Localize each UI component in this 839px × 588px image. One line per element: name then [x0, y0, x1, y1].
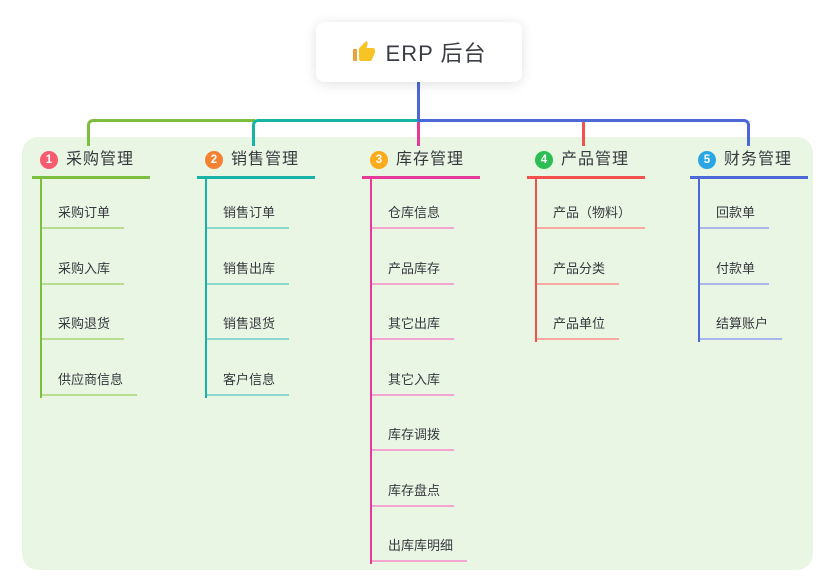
connector-root-vertical	[417, 82, 420, 121]
child-topic-row: 产品库存	[370, 229, 480, 285]
child-topic[interactable]: 供应商信息	[40, 371, 138, 396]
connector-branch-2	[252, 119, 419, 146]
child-topic-row: 销售出库	[205, 229, 315, 285]
branch-1: 1 采购管理采购订单采购入库采购退货供应商信息	[32, 148, 151, 398]
branch-vertical-line	[535, 179, 537, 342]
child-topic[interactable]: 客户信息	[205, 371, 290, 396]
child-topic-row: 结算账户	[698, 285, 808, 340]
child-topic-row: 其它入库	[370, 340, 480, 396]
priority-badge: 3	[370, 150, 388, 169]
branches-panel	[22, 137, 813, 570]
child-topic-row: 出库库明细	[370, 507, 480, 562]
priority-badge: 5	[698, 150, 716, 169]
child-topic[interactable]: 销售订单	[205, 204, 290, 229]
branch-5: 5 财务管理回款单付款单结算账户	[690, 148, 809, 342]
child-topic[interactable]: 其它入库	[370, 371, 455, 396]
connector-branch-4	[582, 119, 585, 146]
connector-branch-5	[419, 119, 750, 146]
branch-topic[interactable]: 2 销售管理	[197, 148, 316, 179]
child-topic-row: 仓库信息	[370, 179, 480, 229]
child-topic-row: 其它出库	[370, 285, 480, 340]
branch-vertical-line	[40, 179, 42, 398]
child-topic[interactable]: 产品（物料）	[535, 204, 646, 229]
branch-topic[interactable]: 4 产品管理	[527, 148, 646, 179]
child-topic[interactable]: 采购退货	[40, 315, 125, 340]
branch-vertical-line	[370, 179, 372, 564]
branch-3: 3 库存管理仓库信息产品库存其它出库其它入库库存调拨库存盘点出库库明细	[362, 148, 481, 564]
branch-vertical-line	[698, 179, 700, 342]
child-topic-row: 付款单	[698, 229, 808, 285]
connector-branch-3	[417, 122, 420, 146]
child-topic[interactable]: 销售出库	[205, 260, 290, 285]
child-topic[interactable]: 库存调拨	[370, 426, 455, 451]
thumbs-up-icon	[352, 40, 376, 64]
branch-children: 采购订单采购入库采购退货供应商信息	[32, 179, 150, 398]
child-topic[interactable]: 采购订单	[40, 204, 125, 229]
branch-2: 2 销售管理销售订单销售出库销售退货客户信息	[197, 148, 316, 398]
root-topic[interactable]: ERP 后台	[316, 22, 522, 82]
child-topic[interactable]: 产品分类	[535, 260, 620, 285]
child-topic-row: 产品（物料）	[535, 179, 646, 229]
child-topic-row: 销售退货	[205, 285, 315, 340]
child-topic[interactable]: 出库库明细	[370, 537, 468, 562]
branch-topic[interactable]: 5 财务管理	[690, 148, 809, 179]
child-topic-row: 产品分类	[535, 229, 645, 285]
branch-topic-label: 财务管理	[724, 151, 793, 168]
branch-topic-label: 库存管理	[396, 151, 465, 168]
child-topic[interactable]: 仓库信息	[370, 204, 455, 229]
priority-badge: 2	[205, 150, 223, 169]
child-topic-row: 销售订单	[205, 179, 315, 229]
child-topic[interactable]: 结算账户	[698, 315, 783, 340]
branch-vertical-line	[205, 179, 207, 398]
child-topic[interactable]: 销售退货	[205, 315, 290, 340]
child-topic[interactable]: 库存盘点	[370, 482, 455, 507]
child-topic-row: 采购入库	[40, 229, 150, 285]
child-topic-row: 采购订单	[40, 179, 150, 229]
branch-4: 4 产品管理产品（物料） 产品分类产品单位	[527, 148, 646, 342]
branch-children: 产品（物料） 产品分类产品单位	[527, 179, 646, 342]
child-topic[interactable]: 回款单	[698, 204, 770, 229]
child-topic-row: 库存盘点	[370, 451, 480, 507]
child-topic-row: 产品单位	[535, 285, 645, 340]
child-topic-row: 采购退货	[40, 285, 150, 340]
branch-children: 仓库信息产品库存其它出库其它入库库存调拨库存盘点出库库明细	[362, 179, 480, 564]
branch-topic-label: 产品管理	[561, 151, 630, 168]
root-topic-label: ERP 后台	[385, 41, 487, 66]
branch-topic-label: 采购管理	[66, 151, 135, 168]
child-topic-row: 客户信息	[205, 340, 315, 396]
child-topic-row: 回款单	[698, 179, 808, 229]
child-topic[interactable]: 采购入库	[40, 260, 125, 285]
branch-topic[interactable]: 1 采购管理	[32, 148, 151, 179]
child-topic-row: 库存调拨	[370, 396, 480, 451]
child-topic[interactable]: 产品库存	[370, 260, 455, 285]
branch-topic[interactable]: 3 库存管理	[362, 148, 481, 179]
branch-children: 销售订单销售出库销售退货客户信息	[197, 179, 315, 398]
child-topic[interactable]: 产品单位	[535, 315, 620, 340]
branch-topic-label: 销售管理	[231, 151, 300, 168]
branch-children: 回款单付款单结算账户	[690, 179, 808, 342]
priority-badge: 4	[535, 150, 553, 169]
connector-branch-1	[87, 119, 255, 146]
child-topic[interactable]: 付款单	[698, 260, 770, 285]
child-topic[interactable]: 其它出库	[370, 315, 455, 340]
priority-badge: 1	[40, 150, 58, 169]
child-topic-row: 供应商信息	[40, 340, 150, 396]
